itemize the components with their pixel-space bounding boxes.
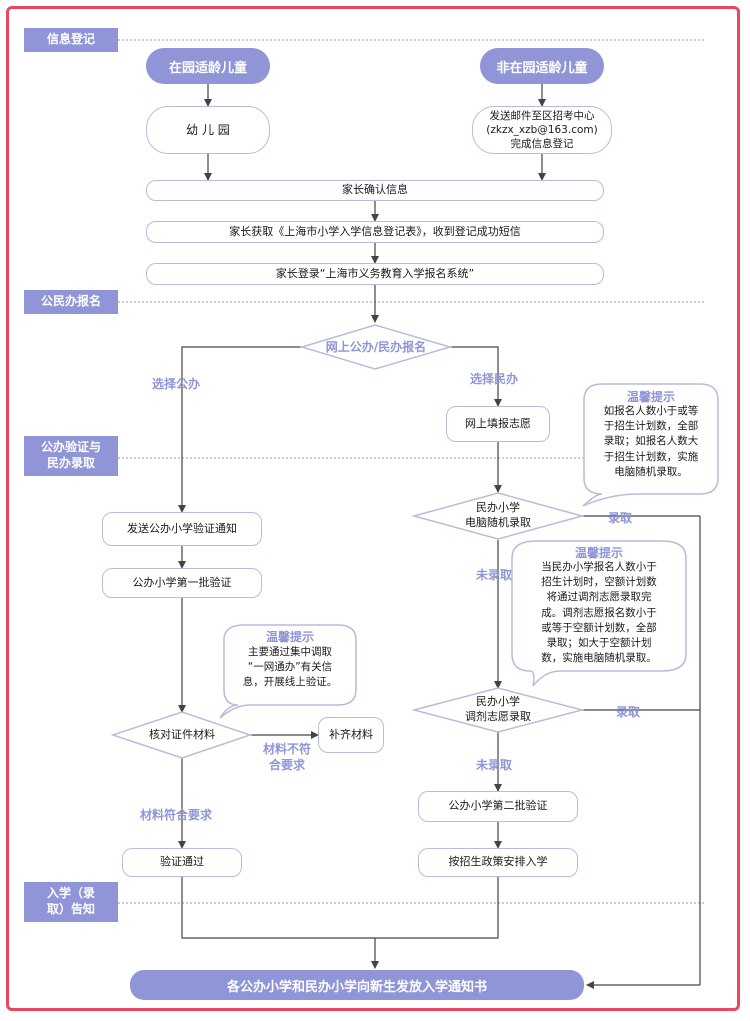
label-docs-not-ok: 材料不符 合要求 bbox=[262, 742, 311, 772]
tip2-body: 当民办小学报名人数小于 招生计划时，空额计划数 将通过调剂志愿录取完 成。调剂志… bbox=[541, 561, 657, 665]
final-notice-bar: 各公办小学和民办小学向新生发放入学通知书 bbox=[130, 970, 584, 1000]
tip3-bubble bbox=[219, 624, 357, 719]
tip1-title: 温馨提示 bbox=[626, 390, 675, 404]
section-verify-admit: 公办验证与 民办录取 bbox=[24, 436, 118, 476]
step-login-system: 家长登录“上海市义务教育入学报名系统” bbox=[146, 263, 604, 285]
label-choose-public: 选择公办 bbox=[152, 377, 201, 391]
label-admitted-2: 录取 bbox=[616, 705, 641, 719]
step-verified: 验证通过 bbox=[122, 848, 242, 877]
decision-random-admit-text: 民办小学 电脑随机录取 bbox=[465, 501, 531, 529]
tip2-bubble bbox=[511, 540, 687, 687]
label-not-admitted-1: 未录取 bbox=[476, 568, 513, 582]
step-fill-choice: 网上填报志愿 bbox=[446, 406, 550, 442]
step-supplement: 补齐材料 bbox=[318, 717, 384, 753]
decision-adjust-admit bbox=[411, 687, 585, 733]
outer-frame bbox=[6, 6, 740, 1011]
label-admitted-1: 录取 bbox=[608, 511, 633, 525]
tip3-title: 温馨提示 bbox=[265, 630, 314, 644]
label-choose-private: 选择民办 bbox=[470, 372, 519, 386]
decision-check-docs bbox=[110, 711, 253, 759]
label-not-admitted-2: 未录取 bbox=[476, 758, 513, 772]
label-docs-ok: 材料符合要求 bbox=[140, 808, 213, 822]
step-second-verify: 公办小学第二批验证 bbox=[418, 791, 578, 822]
section-enroll: 公民办报名 bbox=[24, 290, 118, 314]
tip1-body: 如报名人数小于或等 于招生计划数，全部 录取；如报名人数大 于招生计划数，实施 … bbox=[603, 405, 699, 478]
tip3-body: 主要通过集中调取 “一网通办”有关信 息，开展线上验证。 bbox=[242, 646, 338, 689]
step-first-verify: 公办小学第一批验证 bbox=[102, 568, 262, 598]
tip2-title: 温馨提示 bbox=[574, 546, 623, 560]
decision-online-enroll bbox=[299, 324, 453, 370]
decision-check-docs-text: 核对证件材料 bbox=[149, 727, 215, 741]
decision-adjust-admit-text: 民办小学 调剂志愿录取 bbox=[465, 695, 531, 723]
step-get-form: 家长获取《上海市小学入学信息登记表》，收到登记成功短信 bbox=[146, 221, 604, 243]
step-email: 发送邮件至区招考中心 (zkzx_xzb@163.com) 完成信息登记 bbox=[472, 106, 612, 154]
start-not-in-kindergarten: 非在园适龄儿童 bbox=[480, 48, 604, 84]
step-kindergarten: 幼 儿 园 bbox=[146, 106, 270, 154]
tip1-bubble bbox=[582, 383, 719, 507]
start-in-kindergarten: 在园适龄儿童 bbox=[146, 48, 270, 84]
decision-random-admit bbox=[411, 492, 585, 540]
decision-online-enroll-text: 网上公办/民办报名 bbox=[325, 339, 427, 354]
section-notify: 入学（录 取）告知 bbox=[24, 882, 118, 922]
step-send-notice: 发送公办小学验证通知 bbox=[102, 512, 262, 546]
step-policy-arrange: 按招生政策安排入学 bbox=[418, 848, 578, 877]
step-confirm-info: 家长确认信息 bbox=[146, 180, 604, 201]
section-info-register: 信息登记 bbox=[24, 28, 118, 52]
